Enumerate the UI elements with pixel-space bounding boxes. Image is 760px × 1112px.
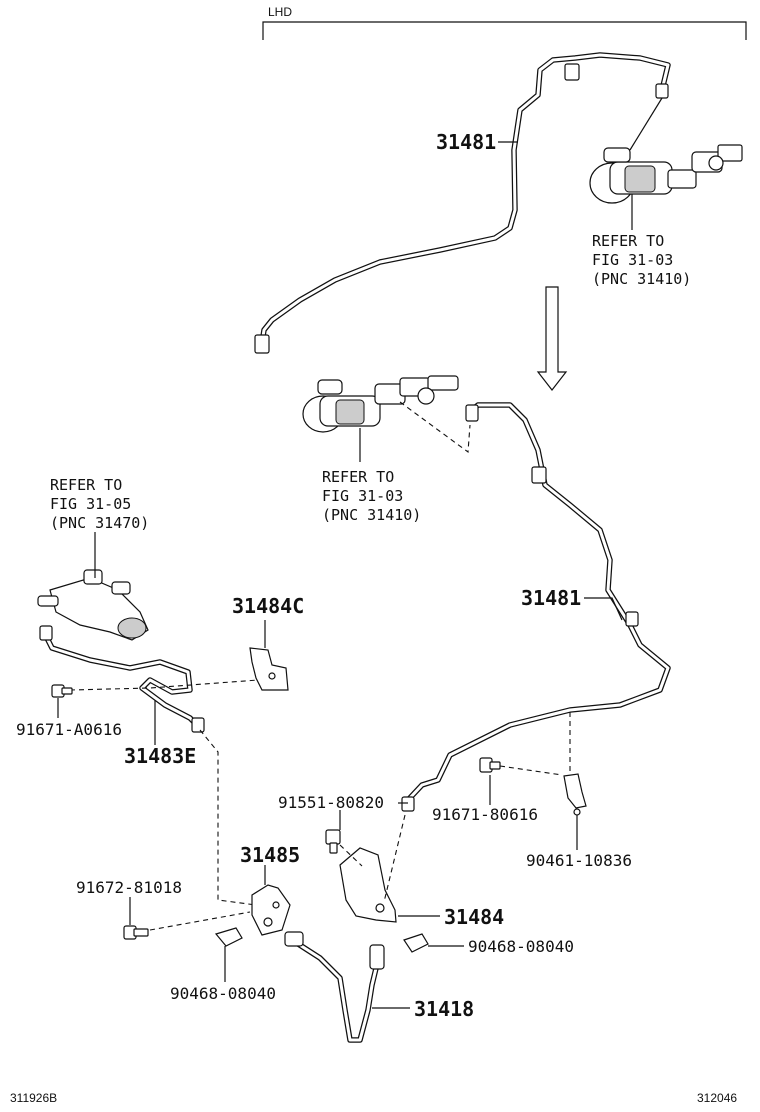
label-31418: 31418	[414, 997, 475, 1021]
bolt-81018-icon	[123, 925, 149, 940]
bracket-31485	[251, 884, 291, 936]
image-code-right: 312046	[697, 1091, 738, 1105]
label-91672-81018: 91672-81018	[76, 878, 182, 897]
label-90468-08040-right: 90468-08040	[468, 937, 574, 956]
ref-mid-line1: REFER TO	[322, 468, 395, 486]
lhd-title: LHD	[268, 5, 293, 19]
label-31484c: 31484C	[232, 594, 305, 618]
ref-top-line3: (PNC 31410)	[592, 270, 692, 288]
label-31484: 31484	[444, 905, 505, 929]
leader-31481-mid	[584, 597, 623, 621]
label-31483e: 31483E	[124, 744, 197, 768]
master-cylinder-top	[589, 97, 743, 204]
clip-right-icon	[403, 933, 429, 953]
image-code-left: 311926B	[10, 1091, 58, 1105]
tube-31481-top	[254, 52, 671, 354]
bolt-a0616-icon	[51, 684, 73, 698]
bracket-31484c	[249, 647, 289, 691]
label-91671-80616: 91671-80616	[432, 805, 538, 824]
dash-master-mid	[399, 401, 471, 454]
ref-left-line1: REFER TO	[50, 476, 123, 494]
label-90461-10836: 90461-10836	[526, 851, 632, 870]
bolt-80616-icon	[479, 757, 501, 773]
release-cylinder	[37, 569, 149, 641]
tube-31483e	[39, 625, 205, 733]
clip-left-icon	[214, 927, 243, 947]
label-90468-08040-left: 90468-08040	[170, 984, 276, 1003]
label-31481-mid: 31481	[521, 586, 582, 610]
ref-top-line2: FIG 31-03	[592, 251, 674, 269]
bracket-31484	[339, 847, 397, 923]
dash-31484	[383, 814, 406, 903]
ref-left-line2: FIG 31-05	[50, 495, 132, 513]
clamp-10836-icon	[563, 773, 587, 816]
dash-81018	[149, 911, 251, 931]
label-91551-80820: 91551-80820	[278, 793, 384, 812]
ref-mid-line3: (PNC 31410)	[322, 506, 422, 524]
down-arrow-icon	[536, 286, 568, 391]
ref-mid-line2: FIG 31-03	[322, 487, 404, 505]
dash-80616	[499, 765, 563, 776]
ref-top-line1: REFER TO	[592, 232, 665, 250]
ref-mid-master: REFER TO FIG 31-03 (PNC 31410)	[322, 468, 421, 525]
ref-release-cylinder: REFER TO FIG 31-05 (PNC 31470)	[50, 476, 149, 533]
bolt-80820-icon	[325, 829, 341, 854]
ref-top-master: REFER TO FIG 31-03 (PNC 31410)	[592, 232, 691, 289]
label-31481-top: 31481	[436, 130, 497, 154]
hose-31418	[284, 931, 385, 1043]
label-91671-a0616: 91671-A0616	[16, 720, 122, 739]
dash-31483e	[199, 729, 257, 906]
label-31485: 31485	[240, 843, 301, 867]
lhd-bracket-line	[262, 21, 747, 40]
ref-left-line3: (PNC 31470)	[50, 514, 150, 532]
tube-31481-mid	[401, 402, 671, 812]
master-cylinder-mid	[302, 375, 459, 433]
